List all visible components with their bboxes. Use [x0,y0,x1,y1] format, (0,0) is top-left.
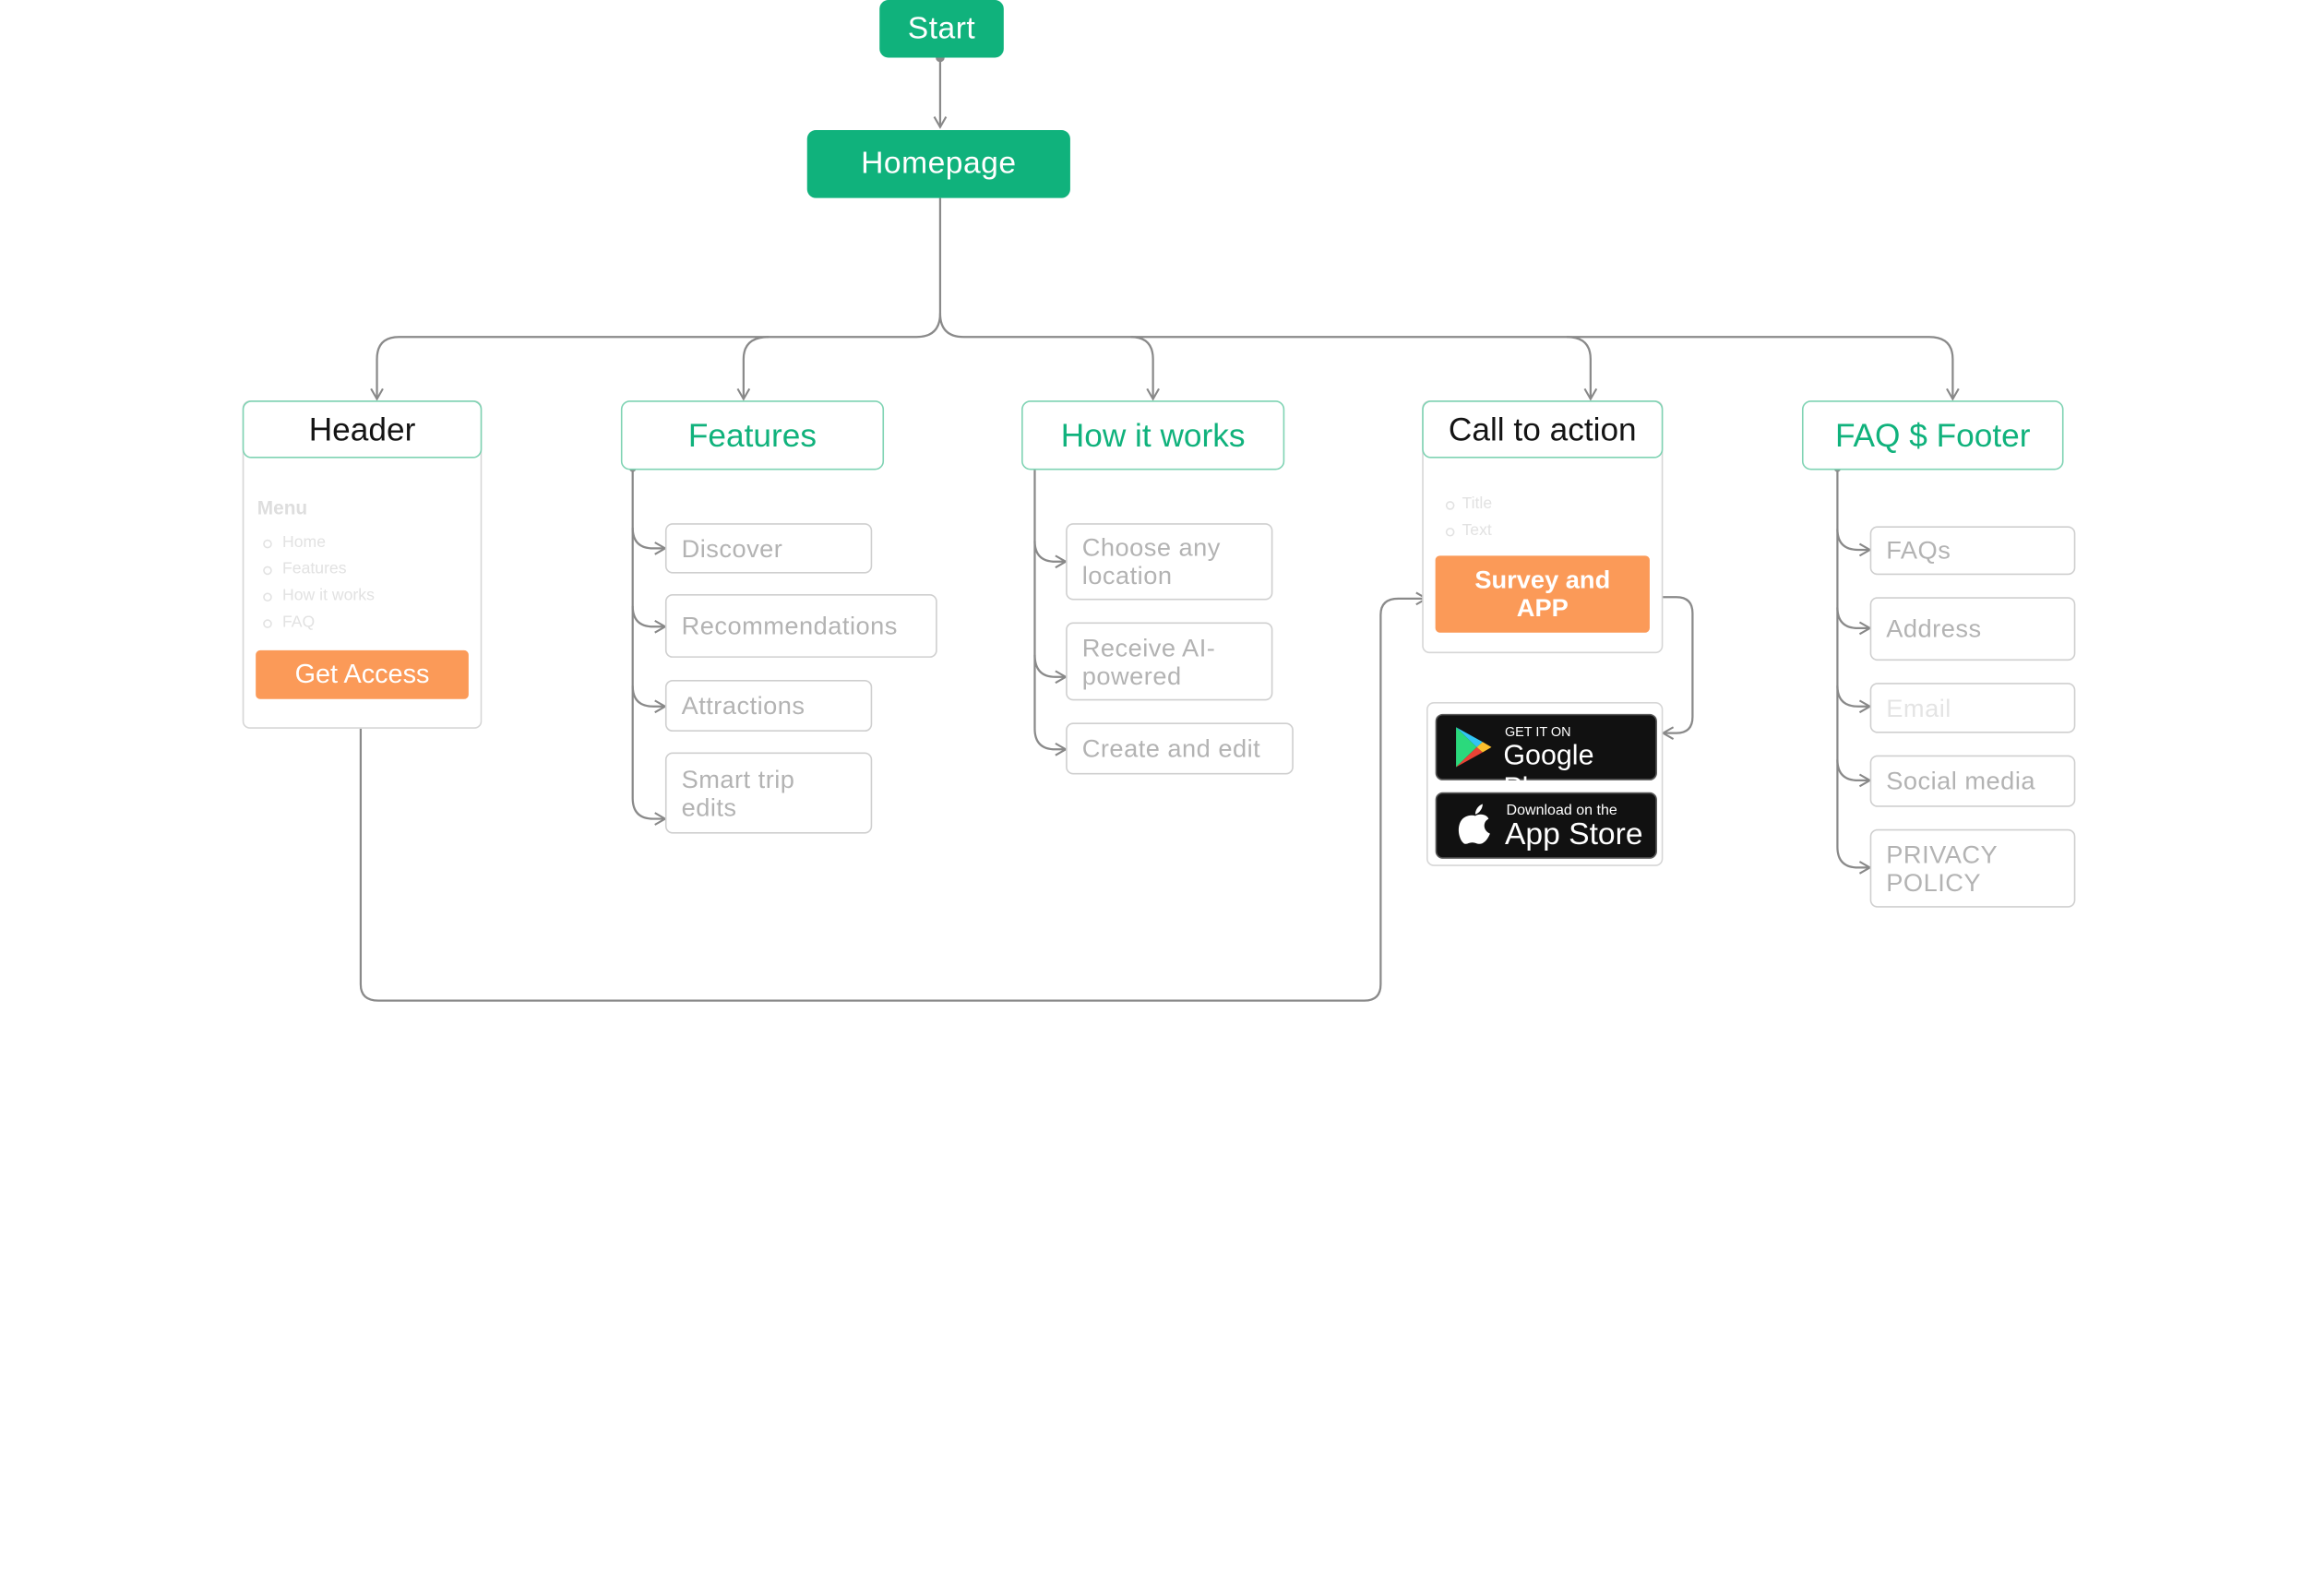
apple-icon [1458,804,1490,844]
app-store-badge[interactable]: Download on the App Store [1435,792,1657,859]
features-item-attractions[interactable]: Attractions [664,679,873,732]
header-title[interactable]: Header [242,400,483,459]
faq-footer-item-faqs[interactable]: FAQs [1869,526,2076,576]
cta-bullet-icon [1445,527,1455,537]
menu-bullet-icon [263,592,272,602]
faq-footer-title[interactable]: FAQ $ Footer [1801,400,2064,470]
features-item-smart-trip-edits[interactable]: Smart trip edits [664,752,873,834]
connector-lines [359,53,1960,1002]
start-node[interactable]: Start [879,0,1004,58]
google-play-icon [1456,727,1492,768]
how-it-works-title[interactable]: How it works [1021,400,1285,470]
how-it-works-branch-line [1033,468,1068,756]
header-menu-item: How it works [282,587,375,605]
how-it-works-item-choose-location[interactable]: Choose any location [1066,523,1273,601]
header-menu-item: FAQ [282,613,316,632]
header-menu-item: Home [282,533,327,552]
faq-footer-item-social-media[interactable]: Social media [1869,755,2076,807]
features-item-discover[interactable]: Discover [664,523,873,574]
cta-list-item: Title [1462,494,1493,513]
cta-list-item: Text [1462,521,1492,540]
google-play-small-text: GET IT ON [1504,724,1571,740]
features-title[interactable]: Features [620,400,885,470]
get-access-button[interactable]: Get Access [256,649,469,699]
header-menu-title: Menu [257,496,308,519]
homepage-trunk-line [370,197,942,401]
menu-bullet-icon [263,566,272,576]
how-it-works-item-create-edit[interactable]: Create and edit [1066,722,1294,775]
homepage-node[interactable]: Homepage [806,129,1070,198]
features-branch-line [631,468,668,826]
header-menu-item: Features [282,560,347,578]
features-item-recommendations[interactable]: Recommendations [664,594,937,658]
how-it-works-item-receive-ai[interactable]: Receive AI-powered [1066,622,1273,701]
app-store-big-text: App Store [1504,816,1643,852]
menu-bullet-icon [263,619,272,628]
cta-to-badges-line [1648,596,1694,740]
cta-title[interactable]: Call to action [1422,400,1664,459]
menu-bullet-icon [263,539,272,549]
faq-branch-line [1836,468,1872,875]
app-store-small-text: Download on the [1506,802,1617,819]
faq-footer-item-address[interactable]: Address [1869,597,2076,661]
faq-footer-item-privacy-policy[interactable]: PRIVACY POLICY [1869,828,2076,908]
survey-and-app-button[interactable]: Survey and APP [1435,555,1650,633]
cta-bullet-icon [1445,501,1455,510]
google-play-badge[interactable]: GET IT ON Google Play [1435,713,1657,804]
faq-footer-item-email[interactable]: Email [1869,683,2076,733]
